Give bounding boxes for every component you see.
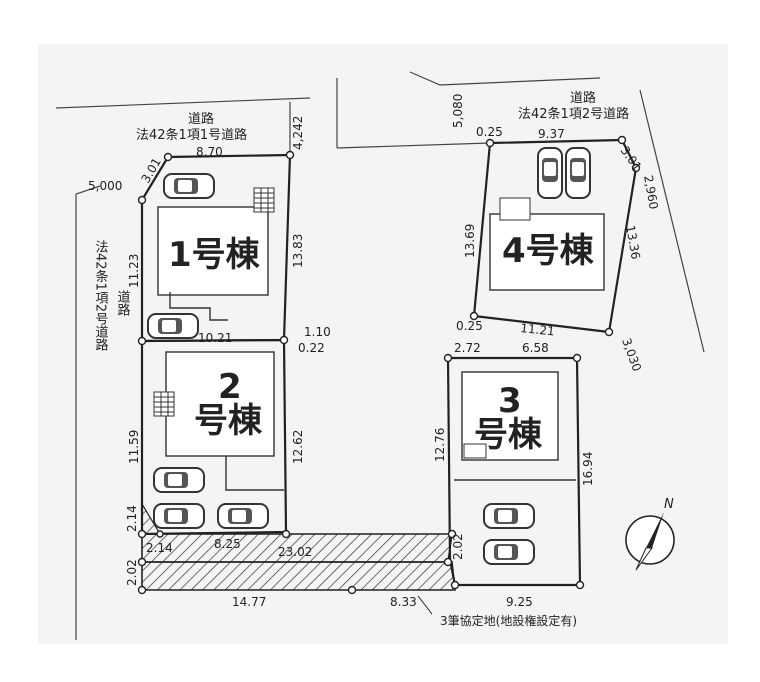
dim-road-width-d: 2,960: [641, 174, 661, 210]
dim-road-width-b: 5,000: [88, 179, 122, 193]
dim-corner-small-h: 2.14: [146, 541, 173, 555]
dim-lot3-right: 16.94: [581, 452, 595, 486]
lot1-label: 1号棟: [168, 235, 261, 275]
lot1-building: [157, 206, 269, 296]
parcel-boundaries: [140, 138, 638, 587]
lot2-car-a: [153, 467, 205, 493]
road-top-right-type: 法42条1項2号道路: [518, 106, 629, 122]
boundary-markers: [137, 135, 641, 595]
dim-lot2-right: 12.62: [291, 430, 305, 464]
dim-lot4-offset-bottom: 0.25: [456, 319, 483, 333]
dim-bottom-9-25: 9.25: [506, 595, 533, 609]
footnote: 3筆協定地(地設権設定有): [440, 613, 577, 628]
dim-mid-b: 0.22: [298, 341, 325, 355]
lot2-stairs: [153, 391, 175, 417]
lot3-label: 号棟: [474, 415, 543, 455]
dim-top-left-width: 8.70: [196, 145, 223, 159]
dim-lot1-right: 13.83: [291, 234, 305, 268]
road-top-left-type: 法42条1項1号道路: [136, 127, 247, 143]
lot4-building: [489, 213, 605, 291]
lot1-car-bottom: [147, 313, 199, 339]
dim-lot4-right: 13.36: [623, 224, 643, 260]
dim-lot4-top: 9.37: [538, 127, 565, 141]
lot4-label: 4号棟: [502, 231, 595, 271]
lot1-stairs: [253, 187, 275, 213]
dim-bottom-8-33: 8.33: [390, 595, 417, 609]
lot4-stairs: [499, 197, 531, 221]
footnote-leader: [417, 595, 433, 615]
compass: N: [625, 497, 675, 571]
dim-lot1-left: 11.23: [127, 254, 141, 288]
lot4-car-a: [537, 147, 563, 199]
lot3-number: 3: [498, 381, 522, 421]
dim-lot3-left: 12.76: [433, 428, 447, 462]
dim-strip-right: 2.02: [451, 533, 465, 560]
lot1-car-top: [163, 173, 215, 199]
building-footprints: [157, 206, 605, 491]
dim-drive-8-25: 8.25: [214, 537, 241, 551]
lot3-car-b: [483, 539, 535, 565]
road-top-right-title: 道路: [570, 90, 596, 106]
dim-drive-23-02: 23.02: [278, 545, 312, 559]
dim-lot3-top-b: 6.58: [522, 341, 549, 355]
lot2-car-b: [153, 503, 205, 529]
lot2-car-c: [217, 503, 269, 529]
lot2-number: 2: [218, 367, 242, 407]
shared-driveway: [141, 501, 456, 591]
dimension-labels: 8.70 4,242 3.01 5,000 11.23 13.83 10.21 …: [88, 94, 661, 609]
dim-lot2-left: 11.59: [127, 430, 141, 464]
compass-north-label: N: [664, 497, 674, 512]
dim-lot4-offset-top: 0.25: [476, 125, 503, 139]
dim-road-width-a: 4,242: [291, 116, 305, 150]
lot3-car-a: [483, 503, 535, 529]
lot4-boundary: [472, 138, 638, 334]
lot1-boundary: [140, 153, 292, 343]
dim-lot4-left: 13.69: [463, 224, 477, 258]
dim-lot1-bottom: 10.21: [198, 331, 232, 345]
road-lines: [55, 71, 705, 640]
lot2-label: 号棟: [194, 401, 263, 441]
dim-lot3-top-a: 2.72: [454, 341, 481, 355]
dim-mid-a: 1.10: [304, 325, 331, 339]
road-left-type: 法42条1項2号道路: [93, 240, 109, 352]
dim-lot4-bottom: 11.21: [520, 321, 556, 339]
dim-road-width-c: 5,080: [451, 94, 465, 128]
road-left-title: 道路: [115, 290, 131, 316]
lot2-building: [165, 351, 275, 457]
lot3-stairs: [463, 443, 487, 459]
road-top-left-title: 道路: [188, 111, 214, 127]
dim-bottom-14-77: 14.77: [232, 595, 266, 609]
dim-corner-small-v: 2.14: [125, 505, 139, 532]
dim-strip-left: 2.02: [125, 559, 139, 586]
lot4-car-b: [565, 147, 591, 199]
lot3-boundary: [446, 356, 582, 587]
